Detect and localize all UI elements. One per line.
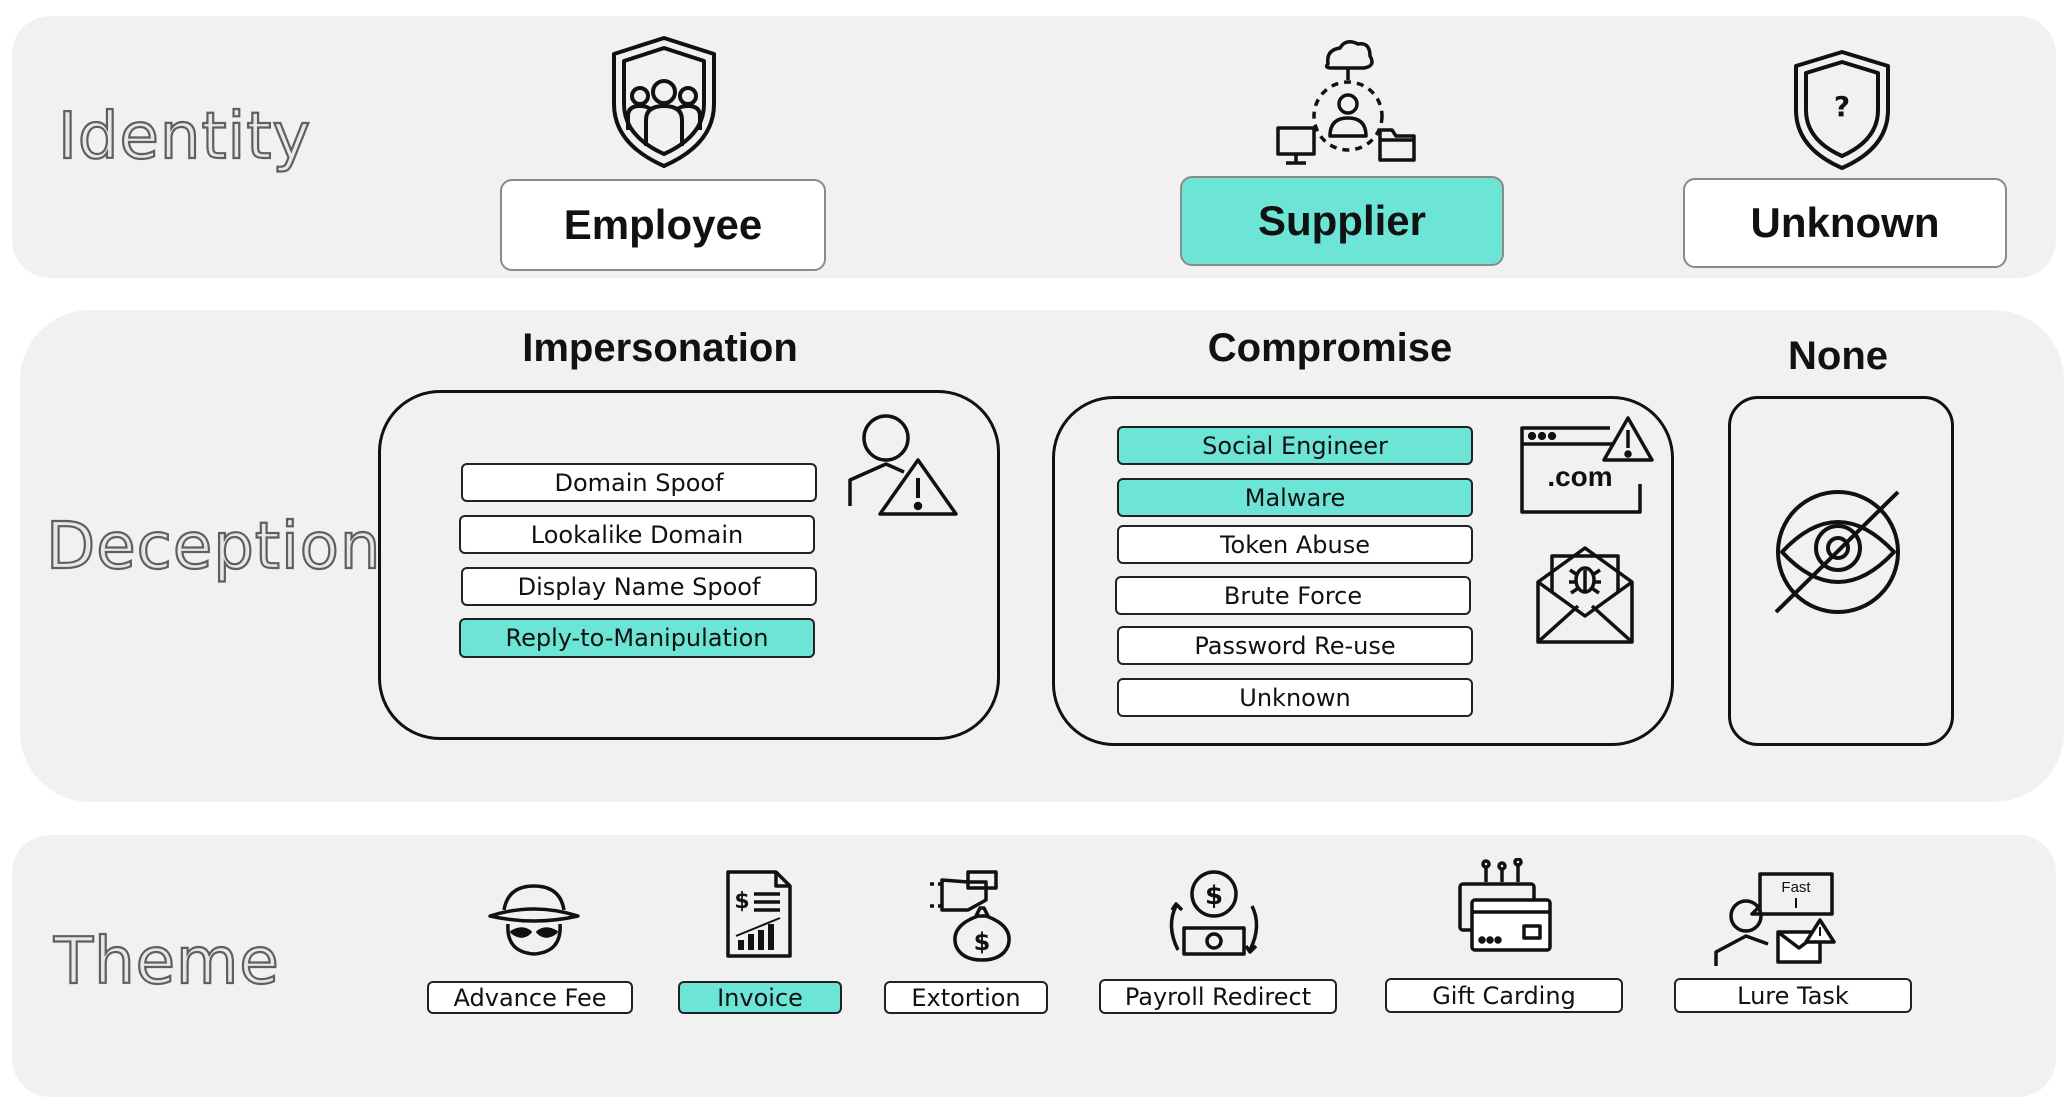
item-brute-force[interactable]: Brute Force xyxy=(1115,576,1471,615)
lure-bubble-text: Fast xyxy=(1781,879,1811,896)
deception-label: Deception xyxy=(45,509,382,585)
question-shield-icon: ? xyxy=(1790,48,1894,172)
impersonation-title: Impersonation xyxy=(522,326,798,370)
item-password-reuse[interactable]: Password Re-use xyxy=(1117,626,1473,665)
browser-dotcom-text: .com xyxy=(1547,461,1612,492)
item-reply-to-manipulation[interactable]: Reply-to-Manipulation xyxy=(459,618,815,658)
money-bag-hand-icon: $ xyxy=(928,866,1032,962)
item-malware[interactable]: Malware xyxy=(1117,478,1473,517)
identity-supplier-button[interactable]: Supplier xyxy=(1180,176,1504,266)
lure-task-icon: Fast xyxy=(1712,872,1836,966)
item-display-name-spoof[interactable]: Display Name Spoof xyxy=(461,567,817,606)
theme-invoice[interactable]: Invoice xyxy=(678,981,842,1014)
theme-advance-fee[interactable]: Advance Fee xyxy=(427,981,633,1014)
compromise-group xyxy=(1052,396,1674,746)
item-token-abuse[interactable]: Token Abuse xyxy=(1117,525,1473,564)
theme-label: Theme xyxy=(53,924,280,1000)
deception-band xyxy=(20,310,2064,802)
impersonation-group xyxy=(378,390,1000,740)
invoice-document-icon: $ xyxy=(724,868,794,960)
item-domain-spoof[interactable]: Domain Spoof xyxy=(461,463,817,502)
identity-employee-button[interactable]: Employee xyxy=(500,179,826,271)
payroll-cycle-icon: $ xyxy=(1162,866,1266,964)
svg-text:$: $ xyxy=(974,928,991,956)
theme-band xyxy=(12,835,2056,1097)
user-warning-icon xyxy=(846,410,960,520)
svg-text:$: $ xyxy=(734,889,749,914)
svg-text:?: ? xyxy=(1834,90,1850,123)
svg-text:$: $ xyxy=(1205,881,1223,911)
spy-hat-icon xyxy=(486,880,582,958)
identity-label: Identity xyxy=(57,99,312,175)
none-title: None xyxy=(1788,334,1888,378)
browser-warning-icon: .com xyxy=(1518,414,1654,516)
employees-shield-icon xyxy=(608,34,720,170)
theme-payroll-redirect[interactable]: Payroll Redirect xyxy=(1099,979,1337,1014)
compromise-title: Compromise xyxy=(1207,326,1453,370)
theme-lure-task[interactable]: Lure Task xyxy=(1674,978,1912,1013)
item-social-engineer[interactable]: Social Engineer xyxy=(1117,426,1473,465)
envelope-bug-icon xyxy=(1534,542,1636,646)
theme-gift-carding[interactable]: Gift Carding xyxy=(1385,978,1623,1013)
identity-unknown-button[interactable]: Unknown xyxy=(1683,178,2007,268)
gift-cards-icon xyxy=(1456,858,1552,958)
item-unknown-compromise[interactable]: Unknown xyxy=(1117,678,1473,717)
eye-slash-icon xyxy=(1770,486,1910,616)
theme-extortion[interactable]: Extortion xyxy=(884,981,1048,1014)
cloud-network-user-icon xyxy=(1270,36,1420,166)
none-group xyxy=(1728,396,1954,746)
item-lookalike-domain[interactable]: Lookalike Domain xyxy=(459,515,815,554)
